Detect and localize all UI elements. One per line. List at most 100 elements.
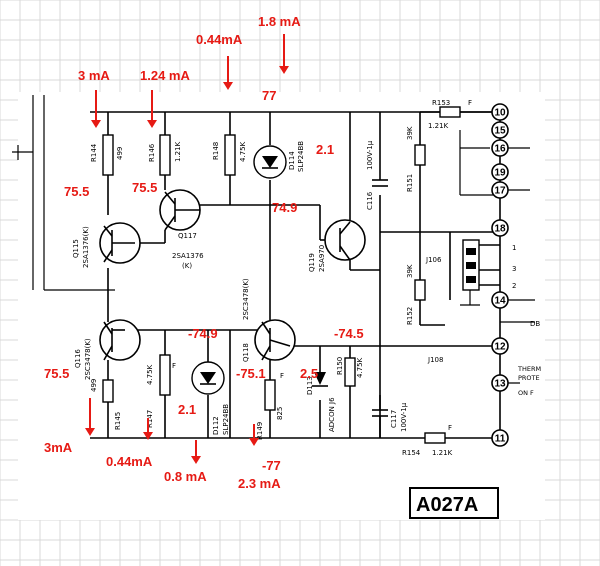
j108-label: J108	[427, 356, 443, 364]
q118-value: 2SC3478(K)	[242, 278, 250, 320]
connector-pin	[491, 374, 509, 392]
d114-label: D114	[288, 151, 296, 170]
d114-value: SLP24BB	[297, 141, 305, 172]
current-arrow-head	[279, 66, 289, 74]
current-arrow-head	[147, 120, 157, 128]
current-arrow-head	[249, 438, 259, 446]
connector-pin	[491, 219, 509, 237]
q119-value: 2SA970	[318, 245, 326, 272]
annotation-0-44ma-bot: 0.44mA	[106, 454, 153, 469]
q117-value: 2SA1376	[172, 252, 204, 260]
r144-body	[102, 134, 114, 176]
r149-label: R149	[256, 422, 264, 440]
r146-body	[159, 134, 171, 176]
r153-label: R153	[432, 99, 450, 107]
annotation-0-44ma-top: 0.44mA	[196, 32, 243, 47]
annotation-75-5-q117: 75.5	[132, 180, 157, 195]
r148-label: R148	[212, 142, 220, 160]
annotation-3ma-bot: 3mA	[44, 440, 73, 455]
r151-value: 39K	[406, 126, 414, 140]
c116-value: 100V-1μ	[366, 140, 374, 170]
annotation-0-8ma: 0.8 mA	[164, 469, 207, 484]
onf-label: ON F	[518, 389, 534, 397]
current-arrows	[85, 34, 289, 464]
annotation-2-1-top: 2.1	[316, 142, 334, 157]
connector-pin-label: 14	[494, 296, 506, 307]
diodes	[191, 145, 328, 395]
r154-body	[424, 432, 446, 444]
connector-pin	[491, 337, 509, 355]
jack-pin-2: 2	[512, 282, 516, 290]
connector-pin-label: 18	[494, 224, 506, 235]
annotation-2-1-bot: 2.1	[178, 402, 196, 417]
r152-body	[414, 279, 426, 301]
c117-value: 100V-1μ	[400, 402, 408, 432]
connector-pin-label: 15	[494, 126, 506, 137]
r148-value: 4.75K	[239, 141, 247, 162]
r144-label: R144	[90, 143, 98, 162]
r145-label: R145	[114, 412, 122, 430]
annotation-75-5-q116: 75.5	[44, 366, 69, 381]
d112-value: SLP24BB	[222, 404, 230, 435]
transistors	[99, 189, 366, 361]
current-arrow-head	[143, 432, 153, 440]
component-labels: R144 499 R146 1.21K R148 4.75K D114 SLP2…	[72, 99, 541, 457]
r150-body	[344, 357, 356, 387]
connector-pin	[491, 181, 509, 199]
annotation-75-5-q115: 75.5	[64, 184, 89, 199]
r151-body	[414, 144, 426, 166]
annotation-neg-74-5: -74.5	[334, 326, 364, 341]
d113-body	[314, 372, 326, 385]
r147-value: 4.75K	[146, 364, 154, 385]
r153-value: 1.21K	[428, 122, 449, 130]
connector-pin	[491, 291, 509, 309]
f-label-r154: F	[448, 424, 452, 432]
annotation-1-8ma: 1.8 mA	[258, 14, 301, 29]
f-label-top: F	[468, 99, 472, 107]
j106-label: J106	[425, 256, 442, 264]
r154-label: R154	[402, 449, 421, 457]
q116-value: 2SC3478(K)	[84, 338, 92, 380]
f-label-r149: F	[280, 372, 284, 380]
r147-label: R147	[146, 410, 154, 428]
r148-body	[224, 134, 236, 176]
annotation-neg-74-9: -74.9	[188, 326, 218, 341]
c117-label: C117	[390, 410, 398, 428]
r144-value: 499	[116, 147, 124, 160]
board-label: A027A	[409, 487, 499, 519]
annotation-neg-75-1: -75.1	[236, 366, 266, 381]
q119-label: Q119	[308, 253, 316, 272]
r153-body	[439, 106, 461, 118]
q117-value-2: (K)	[182, 262, 192, 270]
q118-label: Q118	[242, 343, 250, 362]
annotation-neg-77: -77	[262, 458, 281, 473]
annotation-3ma-top: 3 mA	[78, 68, 110, 83]
connector-pin	[491, 429, 509, 447]
jack-pin-3: 3	[512, 265, 516, 273]
current-arrow-head	[191, 456, 201, 464]
capacitors	[372, 179, 388, 417]
r147-body	[159, 354, 171, 396]
connector-pin-label: 17	[494, 186, 506, 197]
q116-label: Q116	[74, 349, 82, 368]
current-arrow-head	[91, 120, 101, 128]
f-label-r147: F	[172, 362, 176, 370]
connector-pin	[491, 139, 509, 157]
prot-label: PROTE	[518, 374, 540, 382]
d112-label: D112	[212, 416, 220, 435]
d113-label: D113	[306, 376, 314, 395]
connector-pin-label: 16	[494, 144, 506, 155]
r150-value: 4.75K	[356, 357, 364, 378]
r152-value: 39K	[406, 264, 414, 278]
connector-pin-label: 19	[494, 168, 506, 179]
r150-label: R150	[336, 357, 344, 375]
r154-value: 1.21K	[432, 449, 453, 457]
therm-label: THERM	[517, 365, 541, 373]
measurement-annotations: 3 mA 1.24 mA 0.44mA 1.8 mA 77 2.1 75.5 7…	[44, 14, 364, 491]
annotation-77: 77	[262, 88, 276, 103]
q117-label: Q117	[178, 232, 197, 240]
d113-value: ADCON J6	[328, 397, 336, 432]
connector-pin-label: 11	[495, 434, 506, 445]
c116-label: C116	[366, 191, 374, 210]
